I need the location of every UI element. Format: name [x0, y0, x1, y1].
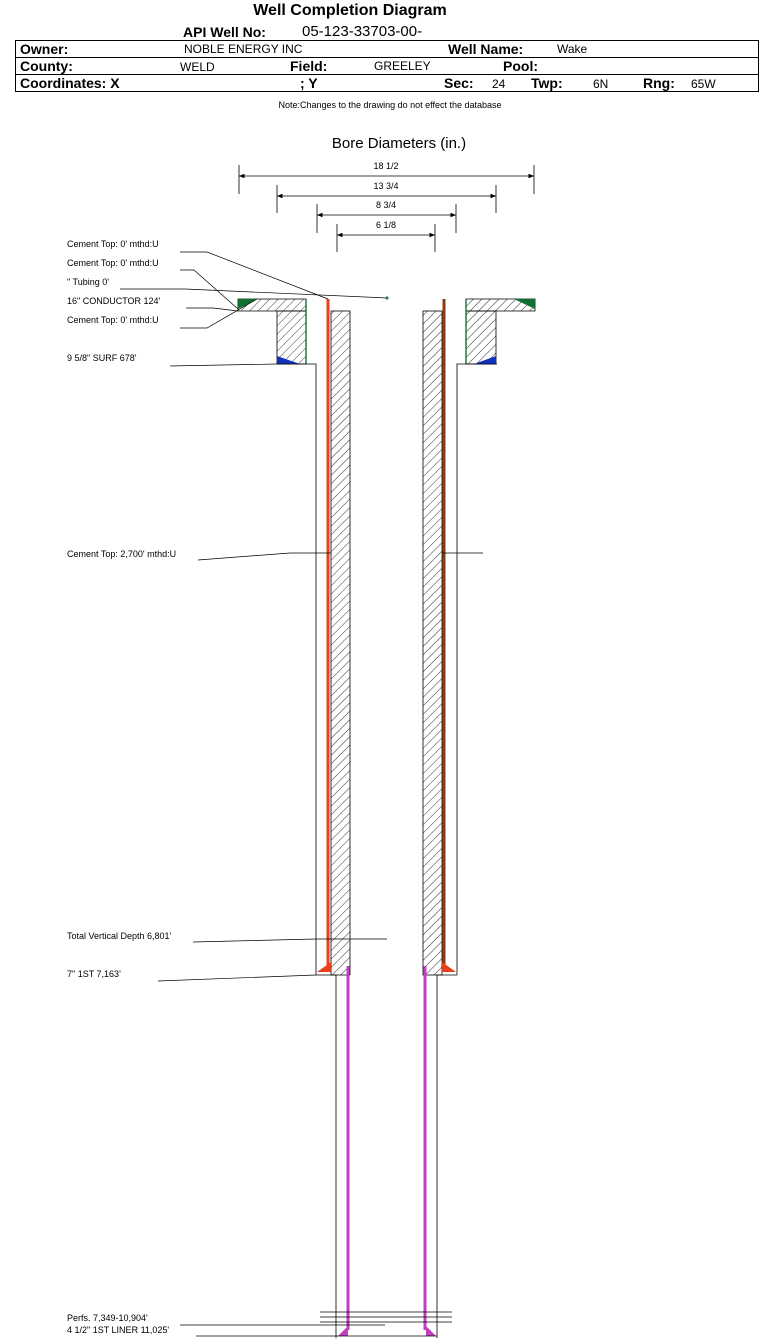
annotation-tvd: Total Vertical Depth 6,801'	[67, 931, 172, 941]
bore-dim-13-3-4: 13 3/4	[276, 181, 497, 213]
bore-title: Bore Diameters (in.)	[332, 135, 466, 152]
annotation-cement-top-2: Cement Top: 0' mthd:U	[67, 258, 159, 268]
production-hole	[330, 310, 443, 976]
annotations: Cement Top: 0' mthd:U Cement Top: 0' mth…	[67, 239, 483, 1337]
liner-cement-right	[426, 1326, 436, 1336]
annotation-perfs: Perfs. 7,349-10,904'	[67, 1313, 148, 1323]
field-value: GREELEY	[374, 59, 431, 73]
bore-label-2: 13 3/4	[373, 181, 398, 191]
production-cement-left	[317, 962, 331, 972]
well-name-value: Wake	[557, 42, 588, 56]
database-note: Note:Changes to the drawing do not effec…	[278, 100, 502, 110]
header-info-table: Owner: NOBLE ENERGY INC Well Name: Wake …	[15, 40, 759, 92]
coordinates-label: Coordinates: X	[20, 75, 120, 91]
surface-cement-left	[277, 356, 300, 364]
annotation-cement-top-3: Cement Top: 0' mthd:U	[67, 315, 159, 325]
production-cement-right	[442, 962, 456, 972]
surface-cement-right	[474, 356, 496, 364]
conductor-cement-right	[514, 299, 535, 309]
well-name-label: Well Name:	[448, 41, 524, 57]
rng-value: 65W	[691, 77, 716, 91]
owner-value: NOBLE ENERGY INC	[184, 42, 303, 56]
twp-label: Twp:	[531, 75, 563, 91]
sec-value: 24	[492, 77, 506, 91]
annotation-surface-casing: 9 5/8" SURF 678'	[67, 353, 137, 363]
annotation-production-casing: 7" 1ST 7,163'	[67, 969, 121, 979]
rng-label: Rng:	[643, 75, 675, 91]
api-row: API Well No: 05-123-33703-00-	[15, 23, 759, 40]
liner	[336, 966, 437, 1337]
county-label: County:	[20, 58, 73, 74]
api-label: API Well No:	[183, 23, 266, 40]
bore-label-4: 6 1/8	[376, 220, 396, 230]
annotation-cement-top-4: Cement Top: 2,700' mthd:U	[67, 549, 176, 559]
sec-label: Sec:	[444, 75, 474, 91]
api-value: 05-123-33703-00-	[302, 23, 423, 40]
surface-hole	[276, 310, 497, 365]
county-value: WELD	[180, 60, 215, 74]
page-title: Well Completion Diagram	[253, 2, 447, 19]
liner-cement-left	[338, 1326, 348, 1336]
bore-dim-8-3-4: 8 3/4	[316, 200, 457, 233]
perforations	[320, 1311, 452, 1323]
annotation-conductor: 16" CONDUCTOR 124'	[67, 296, 161, 306]
owner-label: Owner:	[20, 41, 69, 57]
pool-label: Pool:	[503, 58, 538, 74]
bore-dim-18-1-2: 18 1/2	[238, 161, 535, 194]
annotation-liner: 4 1/2" 1ST LINER 11,025'	[67, 1325, 169, 1335]
surface-casing	[276, 299, 497, 975]
bore-label-1: 18 1/2	[373, 161, 398, 171]
annotation-cement-top-1: Cement Top: 0' mthd:U	[67, 239, 159, 249]
bore-label-3: 8 3/4	[376, 200, 396, 210]
production-casing	[316, 299, 457, 1338]
annotation-tubing: " Tubing 0'	[67, 277, 109, 287]
field-label: Field:	[290, 58, 328, 74]
coord-y-label: ; Y	[300, 75, 318, 91]
twp-value: 6N	[593, 77, 609, 91]
conductor-casing	[237, 298, 536, 312]
bore-dim-6-1-8: 6 1/8	[336, 220, 436, 252]
